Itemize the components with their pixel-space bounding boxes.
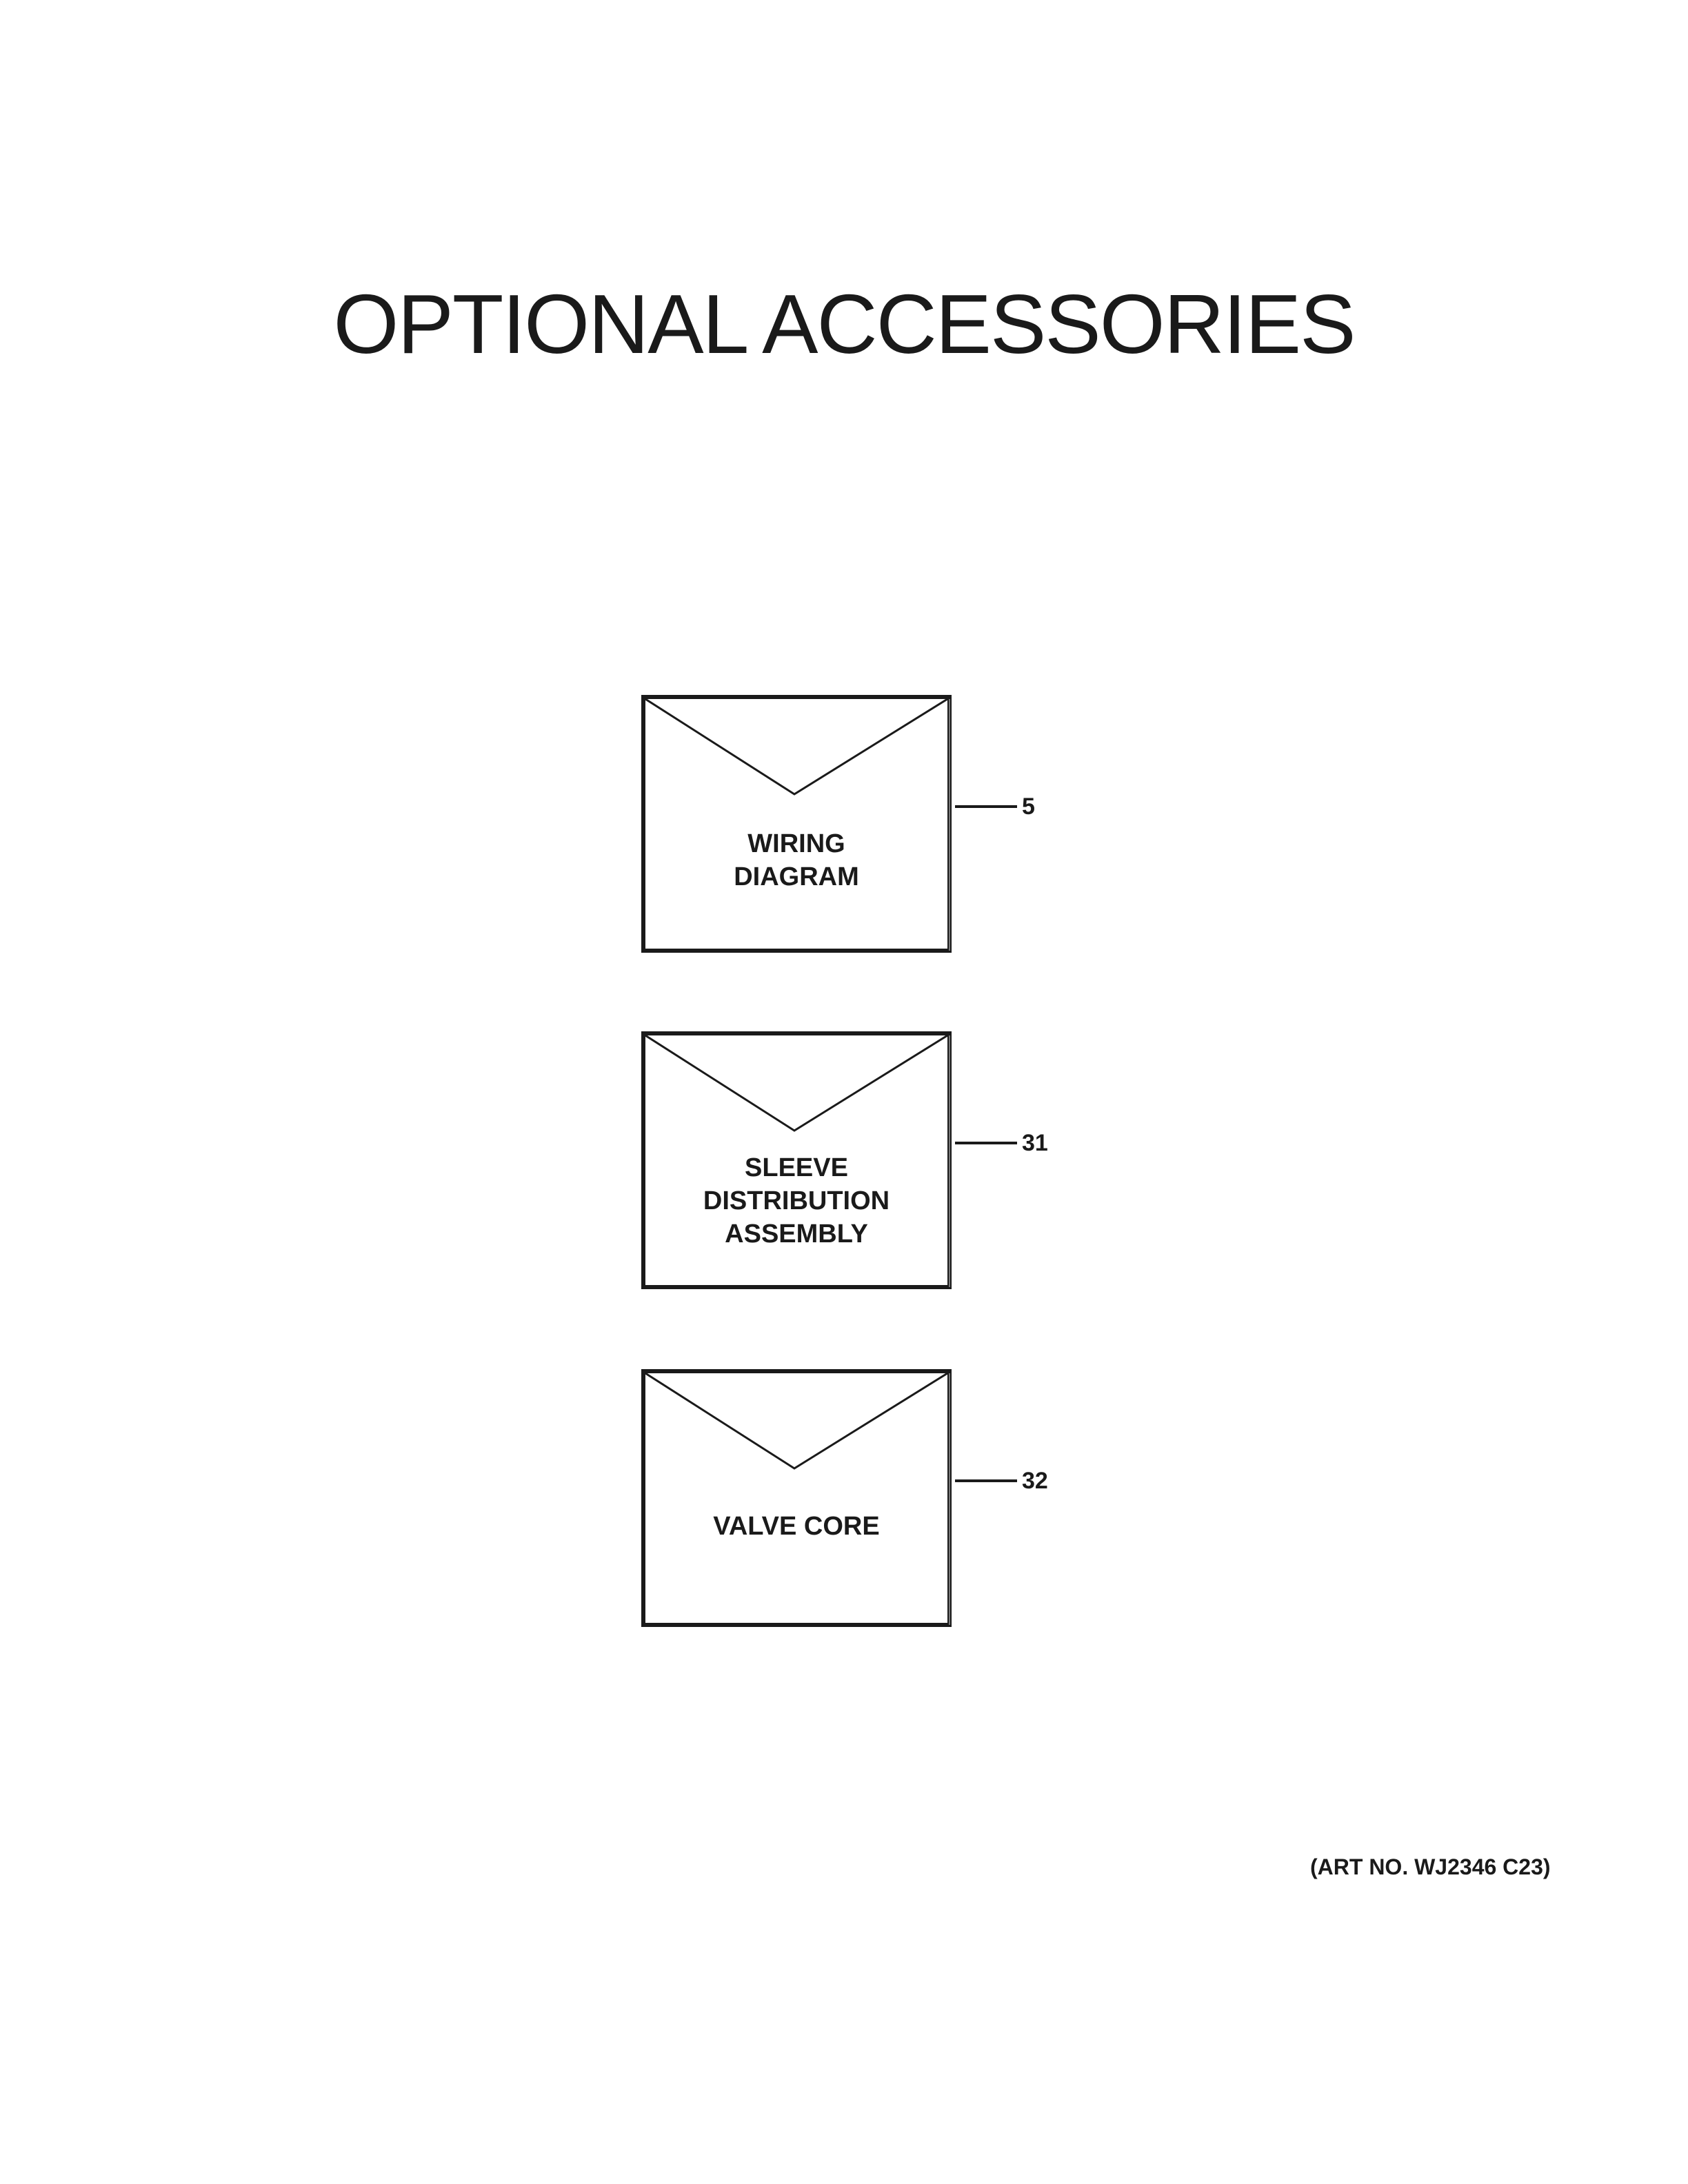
accessory-sleeve-distribution-assembly: SLEEVE DISTRIBUTION ASSEMBLY 31 [641,1031,1048,1289]
accessory-label: VALVE CORE [713,1512,880,1541]
leader-line [955,1479,1017,1482]
envelope-icon [641,695,952,953]
accessory-wiring-diagram: WIRING DIAGRAM 5 [641,695,1035,953]
callout-number: 5 [1022,793,1035,820]
accessory-valve-core: VALVE CORE 32 [641,1369,1048,1627]
leader-line [955,1142,1017,1144]
envelope-icon [641,1031,952,1289]
accessory-label: SLEEVE DISTRIBUTION ASSEMBLY [703,1153,890,1248]
envelope-icon [641,1369,952,1627]
leader-line [955,805,1017,808]
callout-number: 31 [1022,1130,1048,1156]
art-number: (ART NO. WJ2346 C23) [1310,1854,1551,1879]
page-title: OPTIONAL ACCESSORIES [333,277,1356,371]
accessory-label: WIRING DIAGRAM [734,829,859,891]
callout-number: 32 [1022,1468,1048,1494]
